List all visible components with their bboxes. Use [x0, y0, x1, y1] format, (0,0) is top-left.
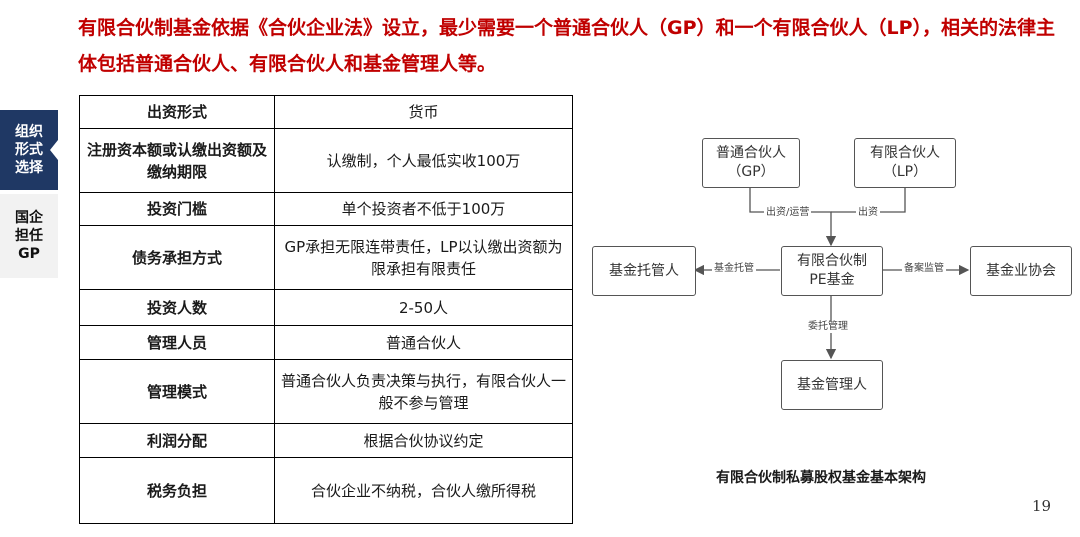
manager-label: 基金管理人	[797, 376, 867, 393]
fund-type: PE基金	[809, 272, 855, 288]
manager-box: 基金管理人	[781, 360, 883, 410]
custodian-box: 基金托管人	[592, 246, 696, 296]
edge-label-custodian: 基金托管	[712, 263, 756, 275]
table-key: 利润分配	[79, 423, 275, 458]
table-value: 认缴制，个人最低实收100万	[274, 128, 573, 193]
table-row: 注册资本额或认缴出资额及缴纳期限 认缴制，个人最低实收100万	[79, 128, 573, 193]
table-row: 管理人员 普通合伙人	[79, 325, 573, 360]
table-value: 根据合伙协议约定	[274, 423, 573, 458]
table-value: 2-50人	[274, 289, 573, 326]
fund-structure-diagram: 普通合伙人 （GP） 有限合伙人 （LP） 有限合伙制 PE基金 基金托管人 基金业协…	[580, 120, 1080, 420]
edge-label-lp: 出资	[856, 207, 880, 219]
active-tab-indicator	[50, 140, 58, 160]
side-tab-label: 国企担任GP	[15, 210, 43, 262]
table-row: 投资人数 2-50人	[79, 289, 573, 326]
fund-info-table: 出资形式 货币 注册资本额或认缴出资额及缴纳期限 认缴制，个人最低实收100万 …	[79, 95, 573, 524]
side-tab-org-form[interactable]: 组织形式选择	[0, 110, 58, 190]
table-value: 货币	[274, 95, 573, 129]
table-key: 投资门槛	[79, 192, 275, 226]
side-tab-label: 组织形式选择	[15, 124, 43, 176]
side-tab-soe-gp[interactable]: 国企担任GP	[0, 194, 58, 278]
edge-label-association: 备案监管	[902, 263, 946, 275]
lp-abbr: （LP）	[882, 164, 928, 180]
table-key: 税务负担	[79, 457, 275, 524]
table-row: 利润分配 根据合伙协议约定	[79, 423, 573, 458]
table-key: 注册资本额或认缴出资额及缴纳期限	[79, 128, 275, 193]
table-value: 合伙企业不纳税，合伙人缴所得税	[274, 457, 573, 524]
table-row: 出资形式 货币	[79, 95, 573, 129]
table-row: 债务承担方式 GP承担无限连带责任，LP以认缴出资额为限承担有限责任	[79, 225, 573, 290]
lp-label: 有限合伙人	[870, 145, 940, 161]
table-key: 债务承担方式	[79, 225, 275, 290]
custodian-label: 基金托管人	[609, 262, 679, 279]
table-value: 单个投资者不低于100万	[274, 192, 573, 226]
table-row: 投资门槛 单个投资者不低于100万	[79, 192, 573, 226]
table-value: 普通合伙人负责决策与执行，有限合伙人一般不参与管理	[274, 359, 573, 424]
fund-label: 有限合伙制	[797, 253, 867, 269]
table-key: 投资人数	[79, 289, 275, 326]
headline: 有限合伙制基金依据《合伙企业法》设立，最少需要一个普通合伙人（GP）和一个有限合…	[78, 17, 1056, 75]
diagram-caption: 有限合伙制私募股权基金基本架构	[716, 470, 926, 486]
association-box: 基金业协会	[970, 246, 1072, 296]
page-number: 19	[1032, 497, 1052, 515]
table-key: 管理人员	[79, 325, 275, 360]
table-value: 普通合伙人	[274, 325, 573, 360]
gp-abbr: （GP）	[727, 164, 775, 180]
fund-box: 有限合伙制 PE基金	[781, 246, 883, 296]
gp-label: 普通合伙人	[716, 145, 786, 161]
table-row: 管理模式 普通合伙人负责决策与执行，有限合伙人一般不参与管理	[79, 359, 573, 424]
table-row: 税务负担 合伙企业不纳税，合伙人缴所得税	[79, 457, 573, 524]
edge-label-gp: 出资/运营	[764, 207, 812, 219]
lp-box: 有限合伙人 （LP）	[854, 138, 956, 188]
table-key: 管理模式	[79, 359, 275, 424]
gp-box: 普通合伙人 （GP）	[702, 138, 800, 188]
table-value: GP承担无限连带责任，LP以认缴出资额为限承担有限责任	[274, 225, 573, 290]
table-key: 出资形式	[79, 95, 275, 129]
edge-lp-to-fund	[831, 188, 906, 213]
association-label: 基金业协会	[986, 262, 1056, 279]
edge-label-manager: 委托管理	[806, 321, 850, 333]
